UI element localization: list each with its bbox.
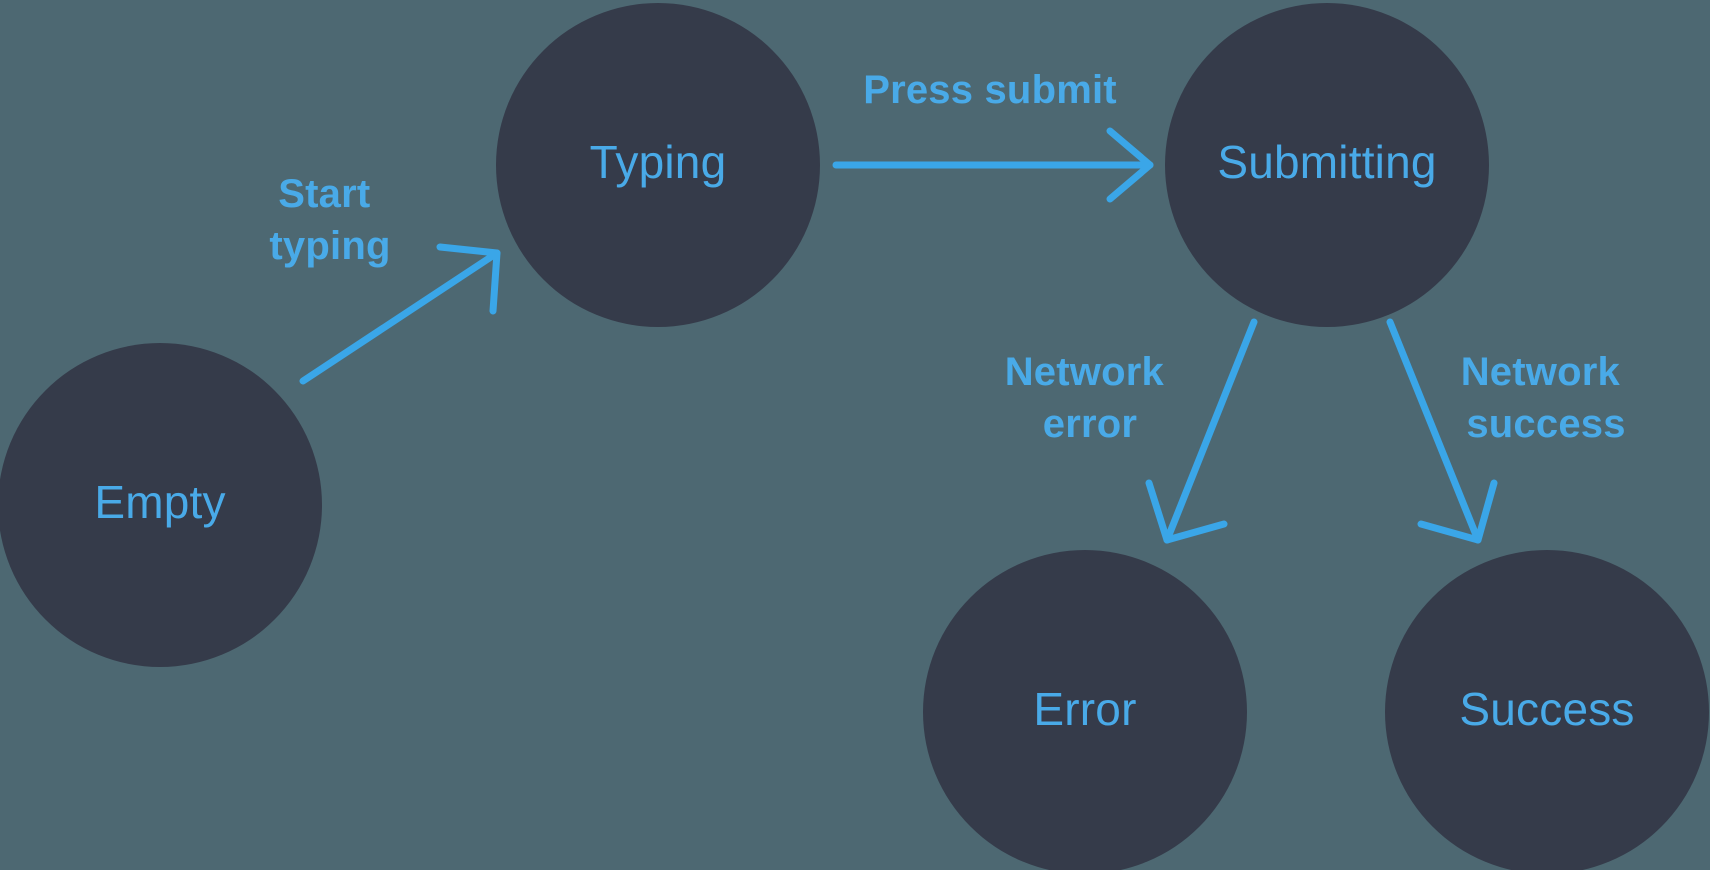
edge-submitting-to-error-line bbox=[1163, 318, 1258, 544]
node-submitting[interactable]: Submitting bbox=[1165, 3, 1489, 327]
edge-submitting-to-success bbox=[1386, 318, 1498, 544]
edge-empty-to-typing bbox=[299, 243, 501, 385]
edge-submitting-to-error-arrowhead bbox=[1145, 479, 1228, 544]
node-success-circle[interactable] bbox=[1385, 550, 1709, 870]
edge-label-network-success-line-1: Network bbox=[1461, 350, 1621, 394]
edge-label-network-error: Network error bbox=[1005, 350, 1176, 446]
edge-label-network-error-line-1: Network bbox=[1005, 350, 1165, 394]
node-typing[interactable]: Typing bbox=[496, 3, 820, 327]
edge-submitting-to-error bbox=[1145, 318, 1258, 544]
node-error[interactable]: Error bbox=[923, 550, 1247, 870]
edge-submitting-to-success-line bbox=[1386, 318, 1482, 544]
edge-label-start-typing: Start typing bbox=[269, 172, 390, 268]
edge-label-network-success-line-2: success bbox=[1466, 402, 1625, 446]
edge-empty-to-typing-arrowhead bbox=[436, 243, 501, 315]
edge-typing-to-submitting bbox=[832, 127, 1154, 203]
node-success-label: Success bbox=[1459, 683, 1634, 735]
node-error-circle[interactable] bbox=[923, 550, 1247, 870]
edge-label-start-typing-line-2: typing bbox=[269, 224, 390, 268]
edge-label-press-submit: Press submit bbox=[863, 68, 1117, 112]
node-empty-circle[interactable] bbox=[0, 343, 322, 667]
edge-label-network-success: Network success bbox=[1461, 350, 1632, 446]
node-submitting-label: Submitting bbox=[1217, 136, 1436, 188]
node-submitting-circle[interactable] bbox=[1165, 3, 1489, 327]
node-empty[interactable]: Empty bbox=[0, 343, 322, 667]
node-error-label: Error bbox=[1033, 683, 1136, 735]
node-empty-label: Empty bbox=[94, 476, 225, 528]
edge-typing-to-submitting-arrowhead bbox=[1106, 127, 1154, 203]
edge-label-network-error-line-2: error bbox=[1043, 402, 1137, 446]
edge-submitting-to-success-arrowhead bbox=[1417, 479, 1498, 544]
node-typing-circle[interactable] bbox=[496, 3, 820, 327]
edge-label-press-submit-line-1: Press submit bbox=[863, 68, 1117, 112]
node-typing-label: Typing bbox=[590, 136, 727, 188]
edge-label-start-typing-line-1: Start bbox=[278, 172, 370, 216]
edge-empty-to-typing-line bbox=[299, 249, 501, 385]
node-success[interactable]: Success bbox=[1385, 550, 1709, 870]
